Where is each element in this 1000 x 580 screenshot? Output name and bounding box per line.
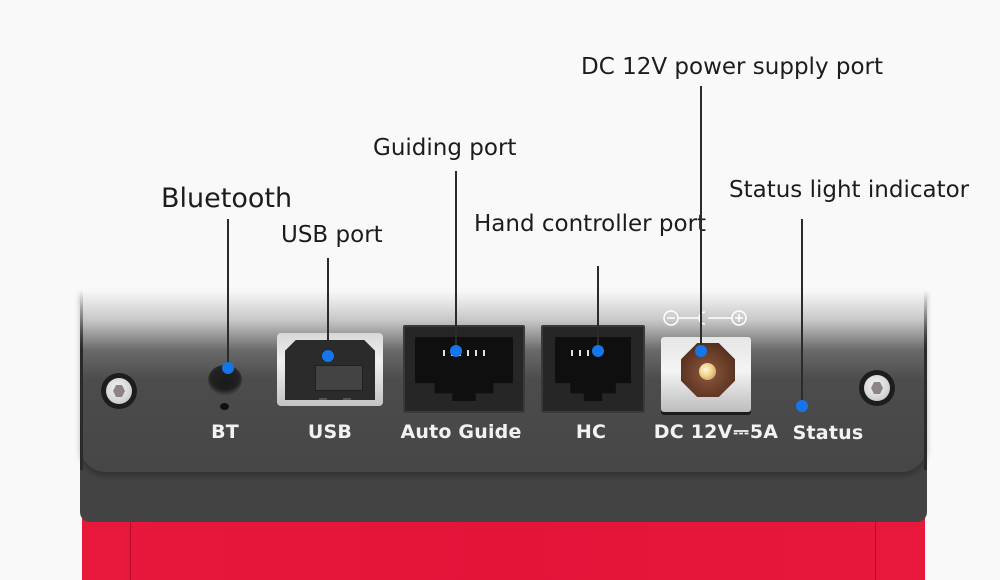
port-label-hc: HC <box>575 421 607 443</box>
screw-icon <box>101 373 137 409</box>
port-label-dc: DC 12V⎓5A <box>654 421 778 443</box>
dc-port-pin <box>699 363 716 380</box>
bluetooth-indicator-hole <box>220 403 229 410</box>
screw-icon <box>859 370 895 406</box>
auto-guide-port-opening <box>415 337 513 401</box>
port-label-usb: USB <box>307 421 353 443</box>
auto-guide-port <box>403 325 525 413</box>
callout-label-dc-power: DC 12V power supply port <box>581 54 884 80</box>
callout-line-guiding <box>455 171 457 351</box>
callout-dot-hand-controller <box>592 345 604 357</box>
callout-line-bluetooth <box>227 219 229 368</box>
callout-label-status: Status light indicator <box>729 177 970 203</box>
callout-dot-usb <box>322 350 334 362</box>
status-led <box>796 400 808 412</box>
body-seam-left <box>130 520 131 580</box>
panel-edge-left <box>80 290 83 470</box>
callout-dot-dc-power <box>695 345 707 357</box>
port-label-status: Status <box>792 422 864 444</box>
usb-port-pin <box>319 398 327 400</box>
body-seam-right <box>875 520 876 580</box>
callout-label-usb: USB port <box>281 222 383 248</box>
panel-edge-right <box>924 290 927 470</box>
callout-line-usb <box>327 258 329 356</box>
callout-line-dc-power <box>700 86 702 351</box>
polarity-icon <box>663 310 747 326</box>
port-label-dc-voltage: DC 12V <box>653 421 733 443</box>
callout-label-hand-controller: Hand controller port <box>474 211 707 237</box>
port-label-auto-guide: Auto Guide <box>400 421 522 443</box>
port-label-bt: BT <box>211 421 239 443</box>
dc-symbol-icon: ⎓ <box>733 421 749 443</box>
callout-line-hand-controller <box>597 266 599 351</box>
callout-label-bluetooth: Bluetooth <box>161 183 293 214</box>
callout-dot-bluetooth <box>222 362 234 374</box>
port-label-dc-current: 5A <box>749 421 779 443</box>
callout-line-status <box>801 219 803 406</box>
callout-label-guiding: Guiding port <box>373 135 517 161</box>
usb-port-tongue <box>315 365 363 391</box>
usb-port-opening <box>285 340 375 400</box>
hc-port <box>541 325 645 413</box>
callout-dot-guiding <box>450 345 462 357</box>
usb-port-pin <box>343 398 351 400</box>
usb-port <box>277 333 383 406</box>
